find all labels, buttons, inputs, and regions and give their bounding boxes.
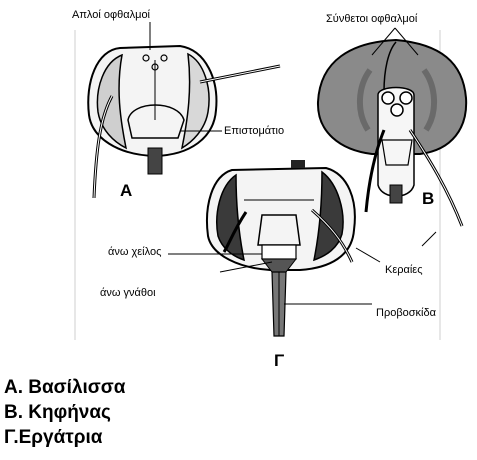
letter-a: Α	[120, 182, 132, 199]
legend-worker: Γ.Εργάτρια	[4, 428, 102, 447]
worker-upper-lip	[262, 245, 296, 259]
legend-queen: Α. Βασίλισσα	[4, 378, 125, 397]
worker-top-marking	[291, 160, 305, 168]
drone-ocellus-2	[400, 92, 412, 104]
letter-c: Γ	[274, 352, 284, 369]
label-compound-eyes: Σύνθετοι οφθαλμοί	[326, 14, 417, 25]
drone-ocellus-3	[391, 104, 403, 116]
label-upper-jaws: άνω γνάθοι	[100, 288, 156, 299]
label-proboscis: Προβοσκίδα	[376, 308, 436, 319]
label-antennae: Κεραίες	[385, 265, 423, 276]
leader-antennae	[356, 248, 380, 262]
leader-antennae-2	[422, 232, 436, 246]
label-epistome: Επιστομάτιο	[224, 126, 284, 137]
label-simple-eyes: Απλοί οφθαλμοί	[72, 10, 150, 21]
drone-ocellus-1	[382, 92, 394, 104]
letter-b: Β	[422, 190, 434, 207]
drone-mouthparts	[390, 185, 402, 203]
label-upper-lip: άνω χείλος	[108, 247, 161, 258]
worker-head	[207, 160, 355, 336]
legend-drone: Β. Κηφήνας	[4, 403, 111, 422]
queen-mouthparts	[148, 148, 162, 174]
